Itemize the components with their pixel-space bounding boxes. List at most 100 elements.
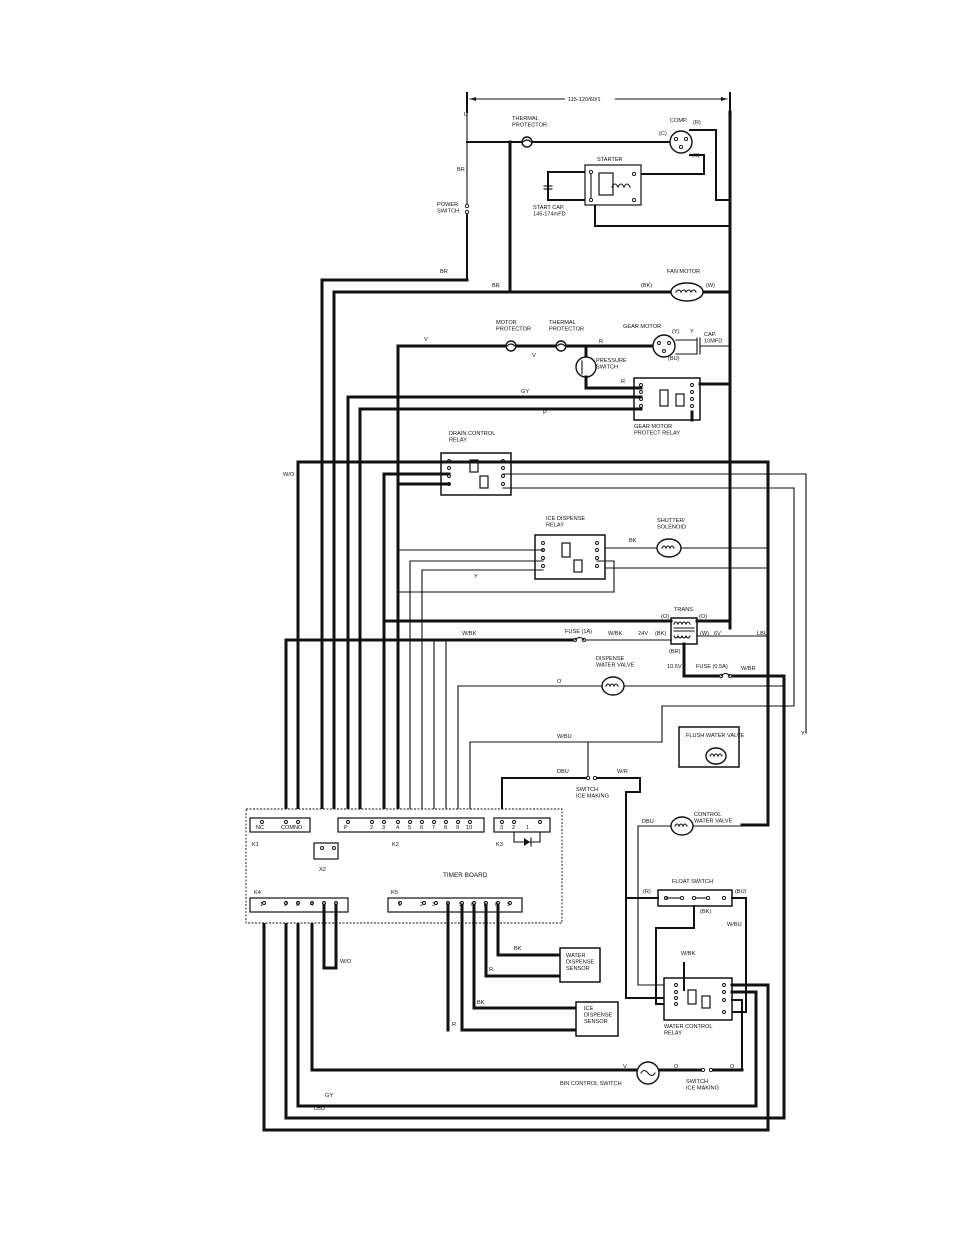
bin-control-switch-label: BIN CONTROL SWITCH <box>560 1081 622 1087</box>
power-switch <box>464 203 470 215</box>
trans-o1-label: (O) <box>661 614 669 620</box>
k2-pin-8: 8 <box>444 825 447 831</box>
y-mid-label: Y <box>474 574 478 580</box>
k5-pin-1: 1 <box>398 902 401 908</box>
gear-motor-protect-relay <box>633 377 701 421</box>
float-switch-label: FLOAT SWITCH <box>672 879 713 885</box>
wbk-label-1: W/BK <box>462 631 477 637</box>
br-label-2: BR <box>440 269 448 275</box>
k1-pin-nc: NC <box>256 825 264 831</box>
flush-water-valve <box>678 726 740 768</box>
gear-motor-capacitor <box>675 337 731 355</box>
trans-o2-label: (O) <box>699 614 707 620</box>
wo-jumper <box>322 903 338 970</box>
switch-ice-making-bottom <box>700 1067 714 1073</box>
dbu-label-2: DBU <box>642 819 654 825</box>
r-relay-label: R <box>621 379 625 385</box>
motor-protector <box>505 340 517 352</box>
k2-pin-10: 10 <box>466 825 472 831</box>
pressure-switch <box>575 344 597 390</box>
k2-pin-3: 3 <box>382 825 385 831</box>
wo-left-label: W/O <box>283 472 295 478</box>
relay-wires-gy-p <box>346 382 732 850</box>
gear-y-label: (Y) <box>672 329 680 335</box>
k2-pins <box>346 820 472 824</box>
bk-sensor-2-label: BK <box>477 1000 485 1006</box>
transformer <box>670 617 698 645</box>
fuse-05a <box>718 672 733 679</box>
r-float-label: (R) <box>643 889 651 895</box>
wbr-label: W/BR <box>741 666 756 672</box>
k2-pin-p: P <box>344 825 348 831</box>
k2-pin-6: 6 <box>420 825 423 831</box>
o-bin-label-1: O <box>674 1064 679 1070</box>
water-dispense-sensor <box>559 947 601 983</box>
drain-relay-wires <box>296 460 807 850</box>
starter <box>584 164 642 206</box>
comp-r-label: (R) <box>693 120 701 126</box>
trans-label: TRANS. <box>674 607 695 613</box>
k1-label: K1 <box>252 842 259 848</box>
shutter-solenoid <box>656 538 682 558</box>
fan-motor-label: FAN MOTOR <box>667 269 700 275</box>
bin-control-switch <box>636 1061 660 1085</box>
k4-pin-2: 2 <box>284 902 287 908</box>
k2-pin-2: 2 <box>370 825 373 831</box>
dispense-water-valve <box>601 676 625 696</box>
right-bus <box>740 460 807 827</box>
cap-label: CAP.10MFD <box>704 332 722 344</box>
bk-shutter-label: BK <box>629 538 637 544</box>
start-capacitor <box>543 185 553 190</box>
gear-y2-label: Y <box>690 329 694 335</box>
v6-label: 6V <box>714 631 721 637</box>
r-sensor-2-label: R <box>452 1022 456 1028</box>
o-dispense-label: O <box>557 679 562 685</box>
comp-c-label: (C) <box>659 131 667 137</box>
v-label-2: V <box>532 353 536 359</box>
gear-motor-label: GEAR MOTOR <box>623 324 661 330</box>
wbu-label-2: W/BU <box>727 922 742 928</box>
gy-bottom-label: GY <box>325 1093 333 1099</box>
v-label-1: V <box>424 337 428 343</box>
br-label-1: BR <box>457 167 465 173</box>
water-dispense-sensor-wires <box>484 903 562 978</box>
wo-bottom-label: W/O <box>340 959 352 965</box>
k2-pin-5: 5 <box>408 825 411 831</box>
dispense-water-valve-wires <box>433 639 785 821</box>
bk-sensor-1-label: BK <box>514 946 522 952</box>
k2-label: K2 <box>392 842 399 848</box>
ice-dispense-sensor-wires <box>446 903 578 1032</box>
k5-pin-2: 2 <box>420 902 423 908</box>
w-t-label: (W) <box>700 631 709 637</box>
k4-pin-1: 1 <box>260 902 263 908</box>
wbk-label-3: W/BK <box>681 951 696 957</box>
voltage-dimension <box>469 94 728 103</box>
o-bin-label-2: O <box>730 1064 735 1070</box>
k1-connector <box>249 817 311 833</box>
x2-connector <box>313 842 339 860</box>
thermal-protector-top <box>521 136 533 148</box>
ice-dispense-wires <box>397 547 769 821</box>
y-right-label: Y <box>801 731 805 737</box>
line-l-label: L <box>464 112 467 118</box>
wbk-label-2: W/BK <box>608 631 623 637</box>
k5-label: K5 <box>391 890 398 896</box>
v105-label: 10.5V <box>667 664 682 670</box>
comp-label: COMP. <box>670 118 688 124</box>
start-cap-label: START CAP.145-174mFD <box>533 205 566 217</box>
k3-connector <box>493 817 551 847</box>
drain-control-relay <box>440 452 512 496</box>
transformer-wires <box>284 619 786 1120</box>
